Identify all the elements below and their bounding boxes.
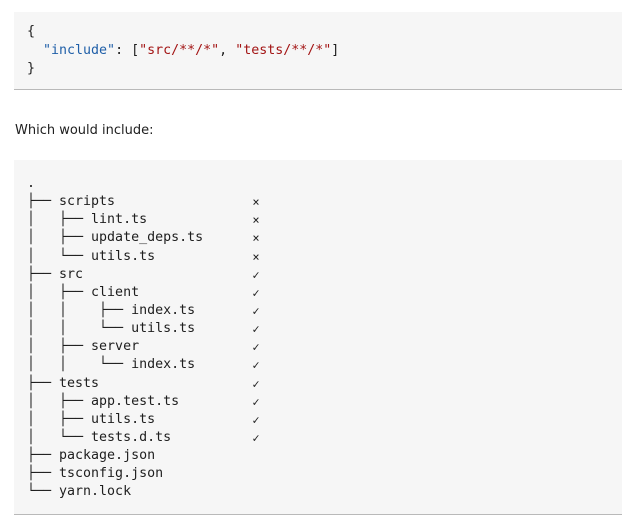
tree-row: │ ├── client ✓ (27, 284, 622, 302)
included-check-icon: ✓ (252, 285, 260, 300)
tree-entry: │ │ └── utils.ts (27, 321, 196, 337)
tree-entry: ├── scripts (27, 194, 116, 210)
tree-entry: . (27, 176, 36, 191)
tsconfig-code-block: { "include": ["src/**/*", "tests/**/*"]} (14, 12, 622, 90)
tree-entry: │ ├── update_deps.ts (27, 230, 204, 246)
tree-row: │ └── tests.d.ts ✓ (27, 429, 622, 447)
tree-entry: ├── package.json (27, 448, 156, 464)
json-key: "include" (43, 42, 116, 58)
tree-entry: │ ├── server (27, 339, 140, 355)
tree-row: │ │ └── utils.ts ✓ (27, 320, 622, 338)
tree-entry: ├── tests (27, 375, 100, 391)
code-line: } (27, 60, 622, 79)
tree-entry: │ └── utils.ts (27, 248, 156, 264)
json-punctuation: : [ (115, 42, 140, 58)
tree-entry: └── yarn.lock (27, 484, 132, 500)
included-check-icon: ✓ (252, 412, 260, 427)
tree-entry: │ └── tests.d.ts (27, 429, 172, 445)
tree-row: │ └── utils.ts × (27, 248, 622, 266)
excluded-cross-icon: × (252, 231, 260, 246)
included-check-icon: ✓ (252, 376, 260, 391)
excluded-cross-icon: × (252, 213, 260, 228)
json-punctuation: { (27, 24, 36, 39)
excluded-cross-icon: × (252, 249, 260, 264)
code-line: { (27, 23, 622, 42)
included-check-icon: ✓ (252, 358, 260, 373)
included-check-icon: ✓ (252, 303, 260, 318)
included-check-icon: ✓ (252, 394, 260, 409)
json-punctuation: } (27, 61, 36, 76)
include-description: Which would include: (15, 123, 154, 138)
json-punctuation: , (219, 42, 236, 58)
tree-entry: │ ├── lint.ts (27, 212, 148, 228)
tree-entry: │ │ └── index.ts (27, 357, 196, 373)
tree-row: │ ├── app.test.ts ✓ (27, 393, 622, 411)
tree-row: ├── src ✓ (27, 266, 622, 284)
tree-entry: ├── src (27, 266, 84, 282)
tree-row: ├── tsconfig.json (27, 465, 622, 483)
tree-row: ├── package.json (27, 447, 622, 465)
tree-row: │ ├── lint.ts × (27, 211, 622, 229)
tree-row: │ │ └── index.ts ✓ (27, 356, 622, 374)
tree-entry: │ ├── app.test.ts (27, 393, 180, 409)
json-punctuation (27, 43, 43, 58)
file-tree-code-block: .├── scripts×│ ├── lint.ts×│ ├── update_… (14, 160, 622, 515)
tree-row: ├── tests ✓ (27, 375, 622, 393)
tree-row: ├── scripts × (27, 193, 622, 211)
code-line: "include": ["src/**/*", "tests/**/*"] (27, 42, 622, 61)
tree-row: │ │ ├── index.ts ✓ (27, 302, 622, 320)
tree-row: │ ├── update_deps.ts × (27, 229, 622, 247)
included-check-icon: ✓ (252, 322, 260, 337)
tree-entry: │ │ ├── index.ts (27, 302, 196, 318)
tree-row: └── yarn.lock (27, 483, 622, 501)
json-punctuation: ] (331, 42, 340, 58)
tree-row: │ ├── server ✓ (27, 338, 622, 356)
included-check-icon: ✓ (252, 267, 260, 282)
tree-row: . (27, 175, 622, 193)
tree-row: │ ├── utils.ts ✓ (27, 411, 622, 429)
tree-entry: │ ├── utils.ts (27, 411, 156, 427)
tree-entry: ├── tsconfig.json (27, 466, 164, 482)
tree-entry: │ ├── client (27, 284, 140, 300)
excluded-cross-icon: × (252, 195, 260, 210)
included-check-icon: ✓ (252, 430, 260, 445)
included-check-icon: ✓ (252, 340, 260, 355)
json-string: "src/**/*" (139, 42, 220, 58)
json-string: "tests/**/*" (235, 42, 332, 58)
